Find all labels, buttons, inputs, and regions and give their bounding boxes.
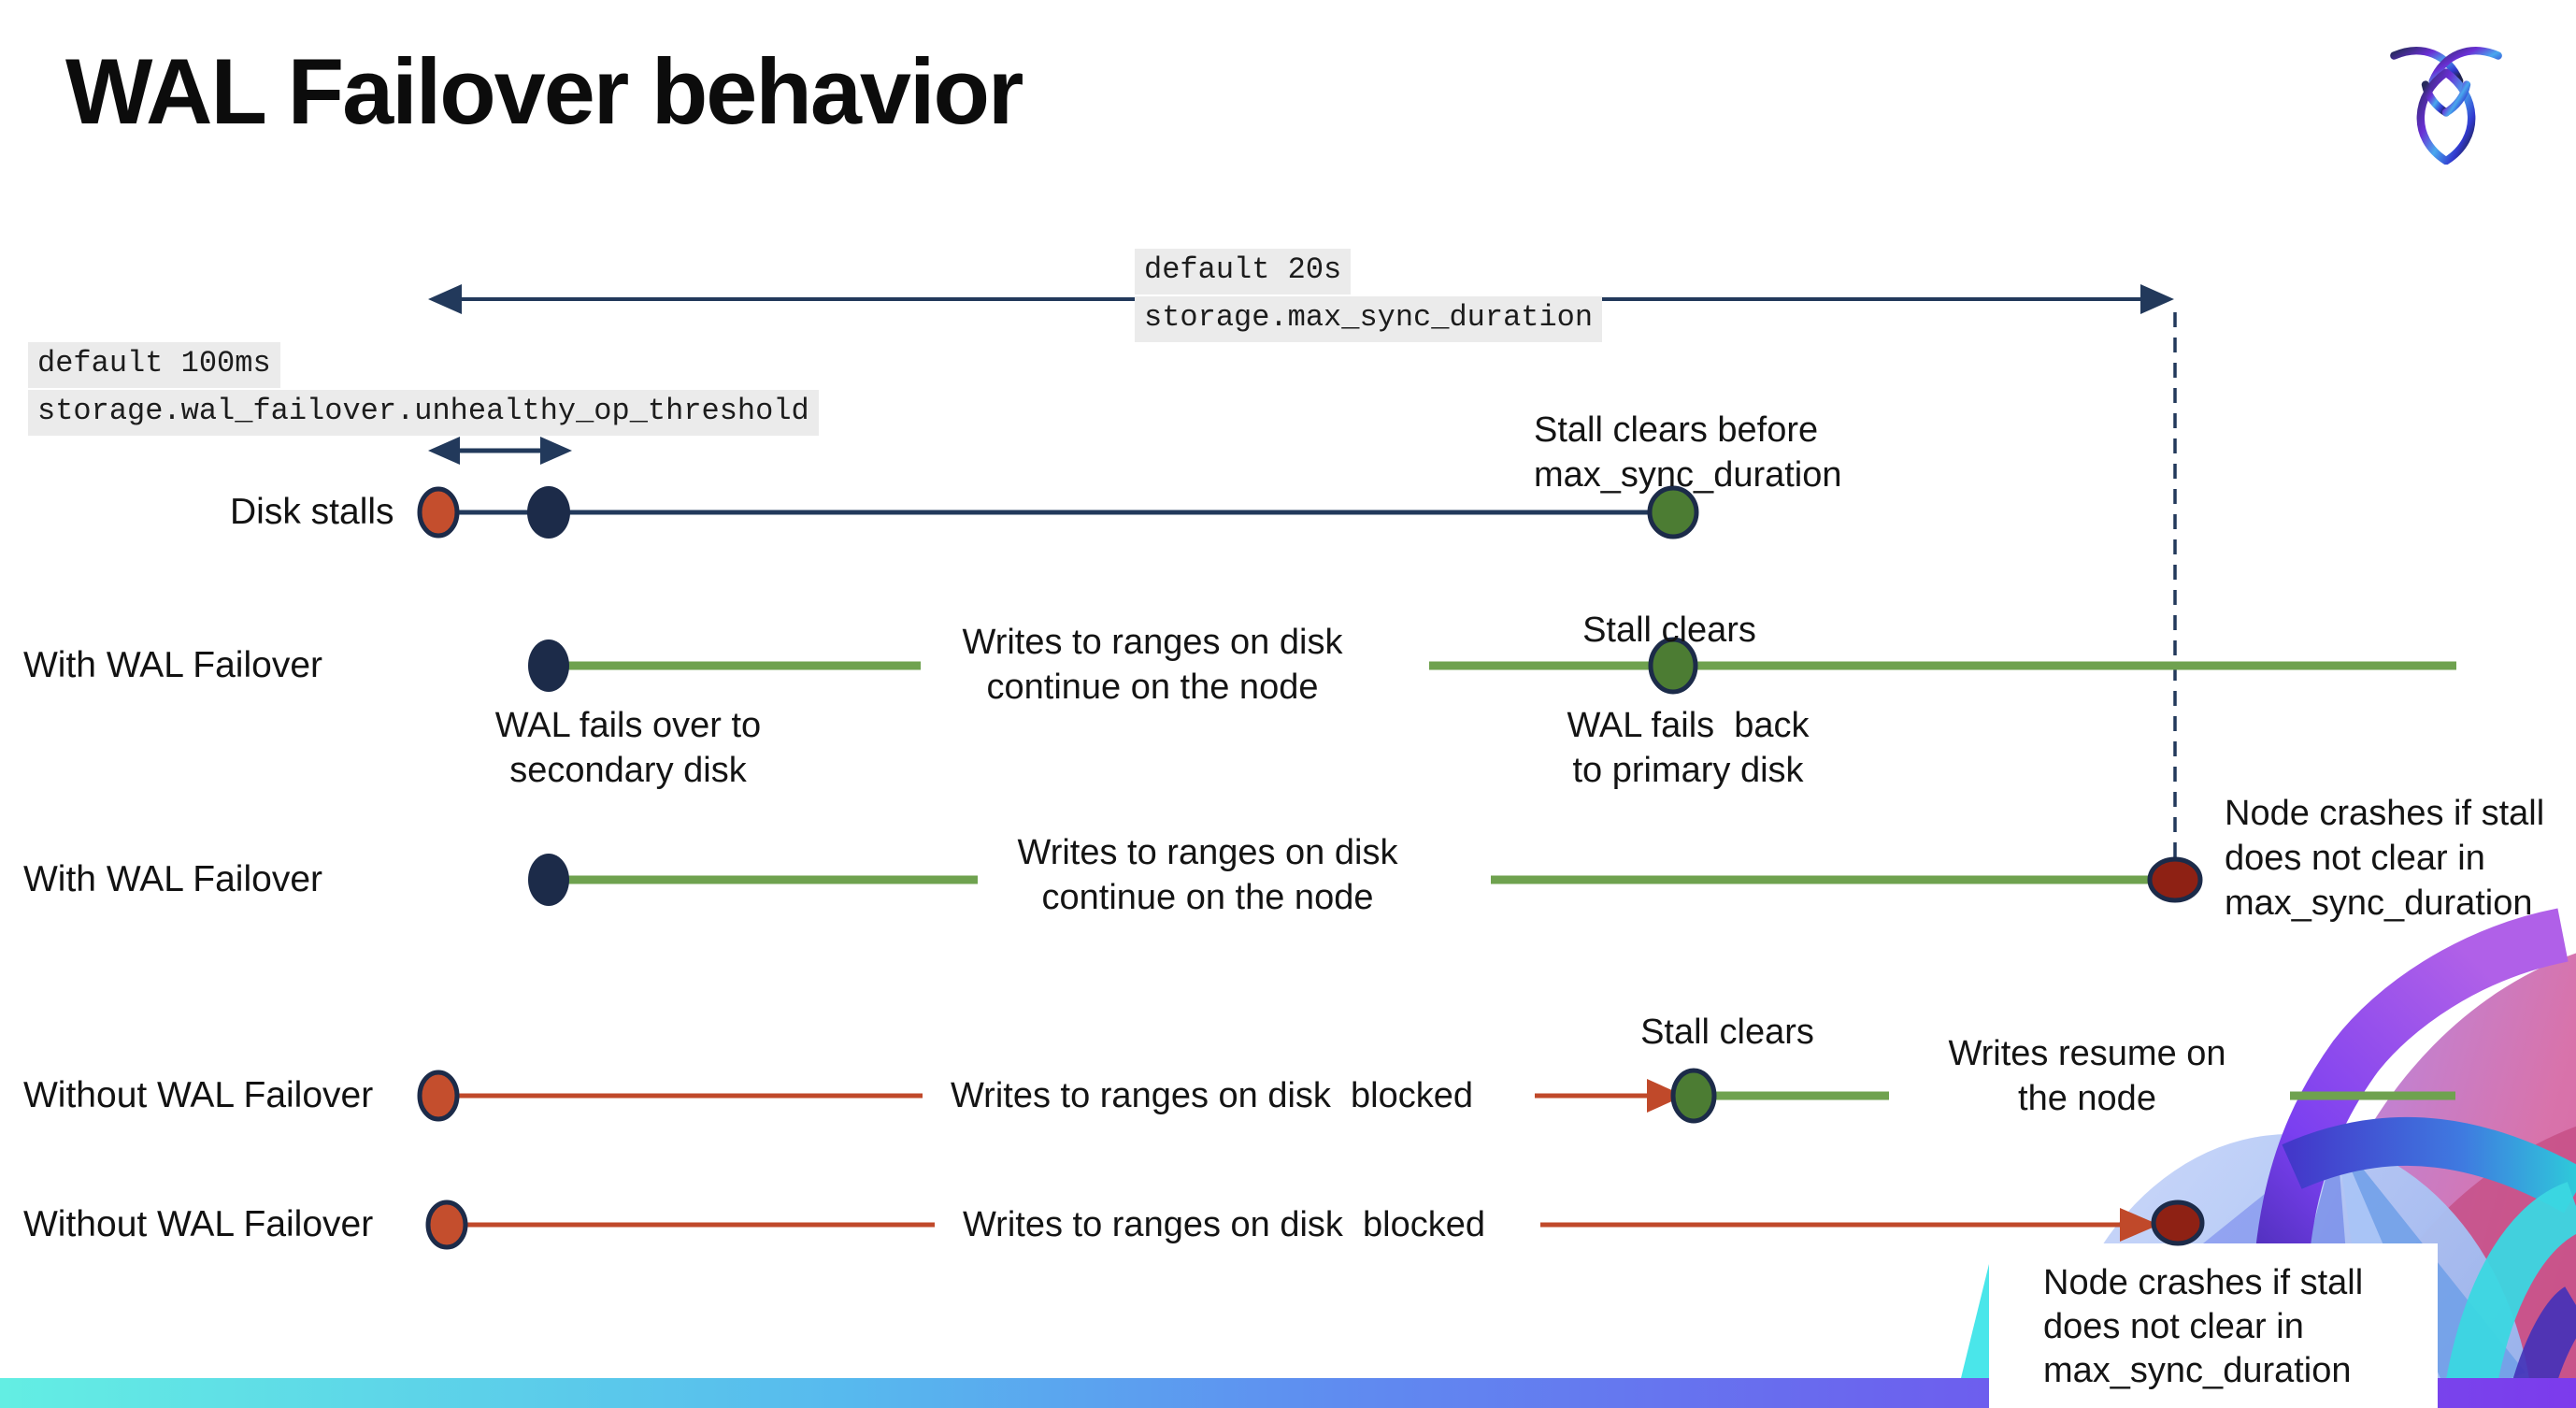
with-wal-failover-timeline-2 (528, 854, 2203, 906)
without-wal-failover-timeline-1 (417, 1068, 2455, 1124)
node-crash-dot (2151, 1200, 2205, 1246)
stall-start-dot (417, 1070, 460, 1122)
without-wal-failover-timeline-2 (425, 1200, 2205, 1250)
max-sync-duration-setting: default 20s storage.max_sync_duration (1135, 249, 1603, 342)
failover-threshold-dot (527, 486, 570, 539)
setting-default-value: default 100ms (28, 342, 280, 388)
unhealthy-op-threshold-arrow (428, 437, 572, 465)
setting-default-value: default 20s (1135, 249, 1352, 295)
failback-dot (1648, 637, 1698, 695)
row-label-without-wal-failover-2: Without WAL Failover (23, 1204, 374, 1244)
stall-clears-before-note: Stall clears before max_sync_duration (1534, 410, 1842, 495)
failover-dot (528, 854, 569, 906)
stall-start-dot (425, 1200, 468, 1250)
failover-dot (528, 639, 569, 692)
red-arrowhead (1647, 1079, 1684, 1113)
stall-clears-dot (1647, 485, 1699, 539)
node-crash-dot (2147, 856, 2203, 903)
unhealthy-op-threshold-setting: default 100ms storage.wal_failover.unhea… (28, 342, 819, 436)
row-label-with-wal-failover-2: With WAL Failover (23, 859, 322, 899)
wal-fails-over-note: WAL fails over to secondary disk (494, 706, 762, 790)
writes-continue-note-2: Writes to ranges on disk continue on the… (1017, 833, 1398, 917)
page-title: WAL Failover behavior (65, 39, 1023, 143)
stall-clears-dot (1670, 1068, 1717, 1124)
wal-fails-back-note: WAL fails back to primary disk (1567, 706, 1810, 790)
row-label-without-wal-failover-1: Without WAL Failover (23, 1075, 374, 1115)
writes-blocked-note-1: Writes to ranges on disk blocked (951, 1076, 1474, 1115)
row-label-with-wal-failover-1: With WAL Failover (23, 645, 322, 685)
node-crashes-note-right: Node crashes if stall does not clear in … (2225, 794, 2545, 923)
stall-clears-label-1: Stall clears (1582, 611, 1756, 650)
red-arrowhead (2120, 1208, 2159, 1242)
cockroachdb-logo-icon (2390, 47, 2502, 165)
stall-clears-label-2: Stall clears (1640, 1013, 1814, 1052)
disk-stalls-timeline (417, 485, 1699, 539)
writes-resume-note: Writes resume on the node (1948, 1034, 2226, 1118)
crash-note-box (1989, 1243, 2438, 1408)
with-wal-failover-timeline-1 (528, 637, 2456, 695)
writes-blocked-note-2: Writes to ranges on disk blocked (963, 1205, 1486, 1244)
writes-continue-note-1: Writes to ranges on disk continue on the… (962, 623, 1343, 707)
row-label-disk-stalls: Disk stalls (230, 492, 394, 532)
node-crashes-note-box: Node crashes if stall does not clear in … (2043, 1263, 2364, 1390)
stall-start-dot (417, 486, 460, 539)
setting-name: storage.max_sync_duration (1135, 296, 1603, 342)
setting-name: storage.wal_failover.unhealthy_op_thresh… (28, 390, 819, 436)
